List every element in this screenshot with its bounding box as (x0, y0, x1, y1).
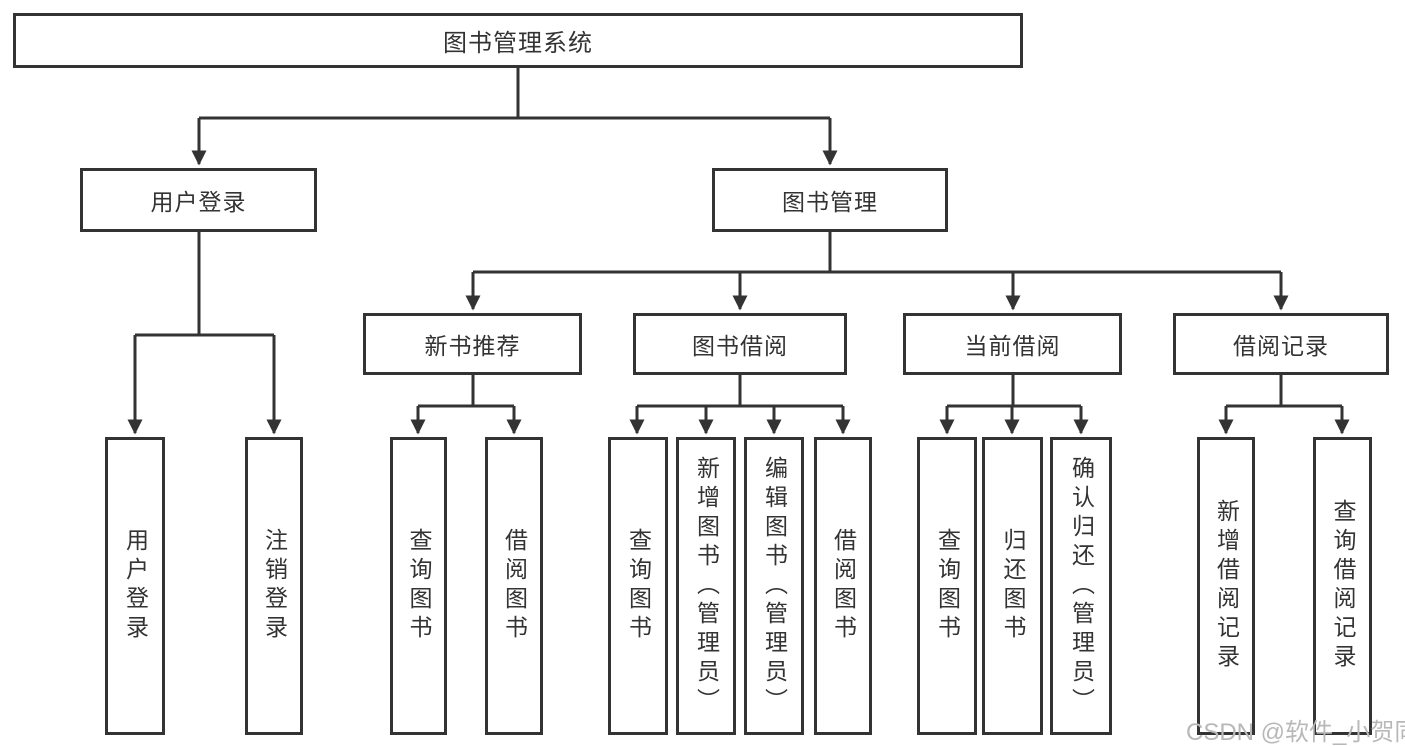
node-leaf-add-borrow-record-label: 新增借阅记录 (1213, 499, 1240, 673)
node-borrow-records-label: 借阅记录 (1233, 333, 1329, 359)
node-leaf-query-books-3-label: 查询图书 (934, 528, 961, 644)
node-leaf-borrow-books-1: 借阅图书 (485, 437, 543, 735)
node-leaf-query-books-2-label: 查询图书 (625, 528, 652, 644)
node-leaf-edit-book-admin-label: 编辑图书（管理员） (761, 455, 788, 717)
node-leaf-return-book-label: 归还图书 (1000, 528, 1026, 644)
node-leaf-query-borrow-record-label: 查询借阅记录 (1330, 499, 1356, 673)
node-new-book-recommend: 新书推荐 (363, 313, 582, 375)
node-leaf-add-book-admin: 新增图书（管理员） (676, 437, 736, 735)
node-leaf-confirm-return-admin: 确认归还（管理员） (1050, 437, 1112, 735)
node-user-login-label: 用户登录 (150, 189, 247, 215)
node-new-book-recommend-label: 新书推荐 (424, 333, 521, 359)
node-leaf-query-books-2: 查询图书 (608, 437, 668, 735)
node-leaf-logout-label: 注销登录 (261, 528, 288, 644)
node-leaf-return-book: 归还图书 (982, 437, 1043, 735)
node-leaf-add-borrow-record: 新增借阅记录 (1197, 437, 1255, 735)
node-leaf-query-borrow-record: 查询借阅记录 (1313, 437, 1372, 735)
node-root: 图书管理系统 (13, 13, 1023, 68)
node-borrow-records: 借阅记录 (1173, 313, 1389, 375)
watermark-text: CSDN @软件_小贺同 (1186, 719, 1405, 746)
node-leaf-user-login-label: 用户登录 (122, 528, 149, 644)
watermark: CSDN @软件_小贺同学 (1186, 712, 1405, 747)
node-leaf-query-books-3: 查询图书 (917, 437, 977, 735)
node-user-login: 用户登录 (80, 168, 317, 232)
node-leaf-logout: 注销登录 (245, 437, 303, 735)
node-leaf-borrow-books-2-label: 借阅图书 (830, 528, 857, 644)
node-leaf-query-books-1: 查询图书 (390, 437, 447, 735)
node-book-management: 图书管理 (712, 168, 948, 232)
node-leaf-confirm-return-admin-label: 确认归还（管理员） (1068, 455, 1095, 717)
node-current-borrow: 当前借阅 (903, 313, 1122, 375)
node-leaf-borrow-books-1-label: 借阅图书 (501, 528, 528, 644)
node-book-management-label: 图书管理 (782, 189, 878, 215)
node-book-borrow-label: 图书借阅 (692, 333, 788, 359)
node-leaf-user-login: 用户登录 (105, 437, 165, 735)
node-current-borrow-label: 当前借阅 (964, 333, 1061, 359)
node-book-borrow: 图书借阅 (633, 313, 847, 375)
node-leaf-add-book-admin-label: 新增图书（管理员） (693, 455, 720, 717)
node-leaf-borrow-books-2: 借阅图书 (814, 437, 872, 735)
node-root-label: 图书管理系统 (443, 30, 593, 57)
node-leaf-query-books-1-label: 查询图书 (406, 528, 432, 644)
node-leaf-edit-book-admin: 编辑图书（管理员） (744, 437, 804, 735)
